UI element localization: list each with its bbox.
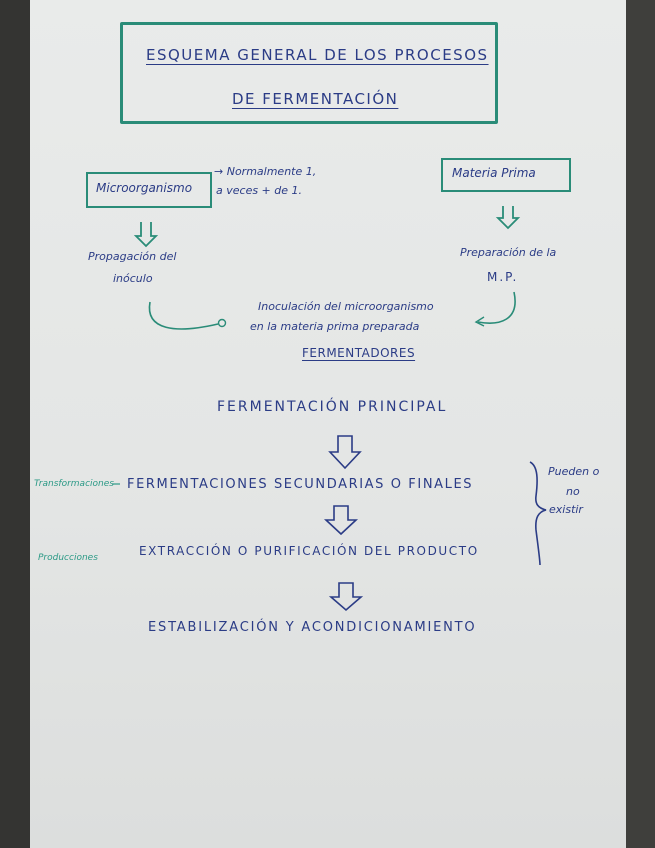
paper-sheet bbox=[30, 0, 626, 848]
inoculum-propagation-line-2: inóculo bbox=[113, 272, 153, 285]
brace-note-line-1: Pueden o bbox=[548, 465, 600, 478]
right-brace-icon bbox=[529, 461, 547, 566]
title-box bbox=[120, 22, 498, 124]
arrow-down-left-icon bbox=[133, 222, 159, 248]
productions-label: Producciones bbox=[38, 553, 98, 563]
raw-material-preparation-line-2: M.P. bbox=[487, 270, 519, 284]
photo-background-right bbox=[626, 0, 655, 848]
title-line-1: ESQUEMA GENERAL DE LOS PROCESOS bbox=[146, 46, 489, 64]
microorganism-label: Microorganismo bbox=[96, 181, 193, 195]
secondary-fermentations: FERMENTACIONES SECUNDARIAS O FINALES bbox=[127, 477, 474, 492]
microorganism-note-line-1: → Normalmente 1, bbox=[214, 165, 317, 178]
left-curve-arrowhead-icon bbox=[217, 318, 227, 328]
arrow-down-right-icon bbox=[495, 206, 521, 230]
main-fermentation: FERMENTACIÓN PRINCIPAL bbox=[217, 399, 448, 415]
product-extraction: EXTRACCIÓN O PURIFICACIÓN DEL PRODUCTO bbox=[139, 544, 479, 558]
microorganism-box bbox=[86, 172, 212, 208]
transformations-label: Transformaciones bbox=[34, 479, 114, 489]
raw-material-box bbox=[441, 158, 571, 192]
inoculum-propagation-line-1: Propagación del bbox=[88, 250, 177, 263]
brace-note-line-2: no bbox=[566, 485, 580, 498]
raw-material-label: Materia Prima bbox=[452, 166, 536, 180]
raw-material-preparation-line-1: Preparación de la bbox=[460, 246, 557, 259]
left-curve-connector bbox=[148, 301, 219, 330]
fermenters-label: FERMENTADORES bbox=[302, 346, 416, 360]
photo-background-left bbox=[0, 0, 30, 848]
flow-arrow-1-icon bbox=[328, 435, 362, 470]
right-curve-arrowhead-icon bbox=[474, 316, 485, 327]
right-curve-connector bbox=[477, 291, 516, 324]
inoculation-line-2: en la materia prima preparada bbox=[250, 320, 420, 333]
brace-note-line-3: existir bbox=[549, 503, 583, 516]
microorganism-note-line-2: a veces + de 1. bbox=[216, 184, 303, 197]
title-line-2: DE FERMENTACIÓN bbox=[232, 90, 399, 108]
inoculation-line-1: Inoculación del microorganismo bbox=[258, 300, 434, 313]
flow-arrow-3-icon bbox=[328, 582, 364, 612]
flow-arrow-2-icon bbox=[323, 505, 359, 536]
stabilization-conditioning: ESTABILIZACIÓN Y ACONDICIONAMIENTO bbox=[148, 620, 477, 635]
